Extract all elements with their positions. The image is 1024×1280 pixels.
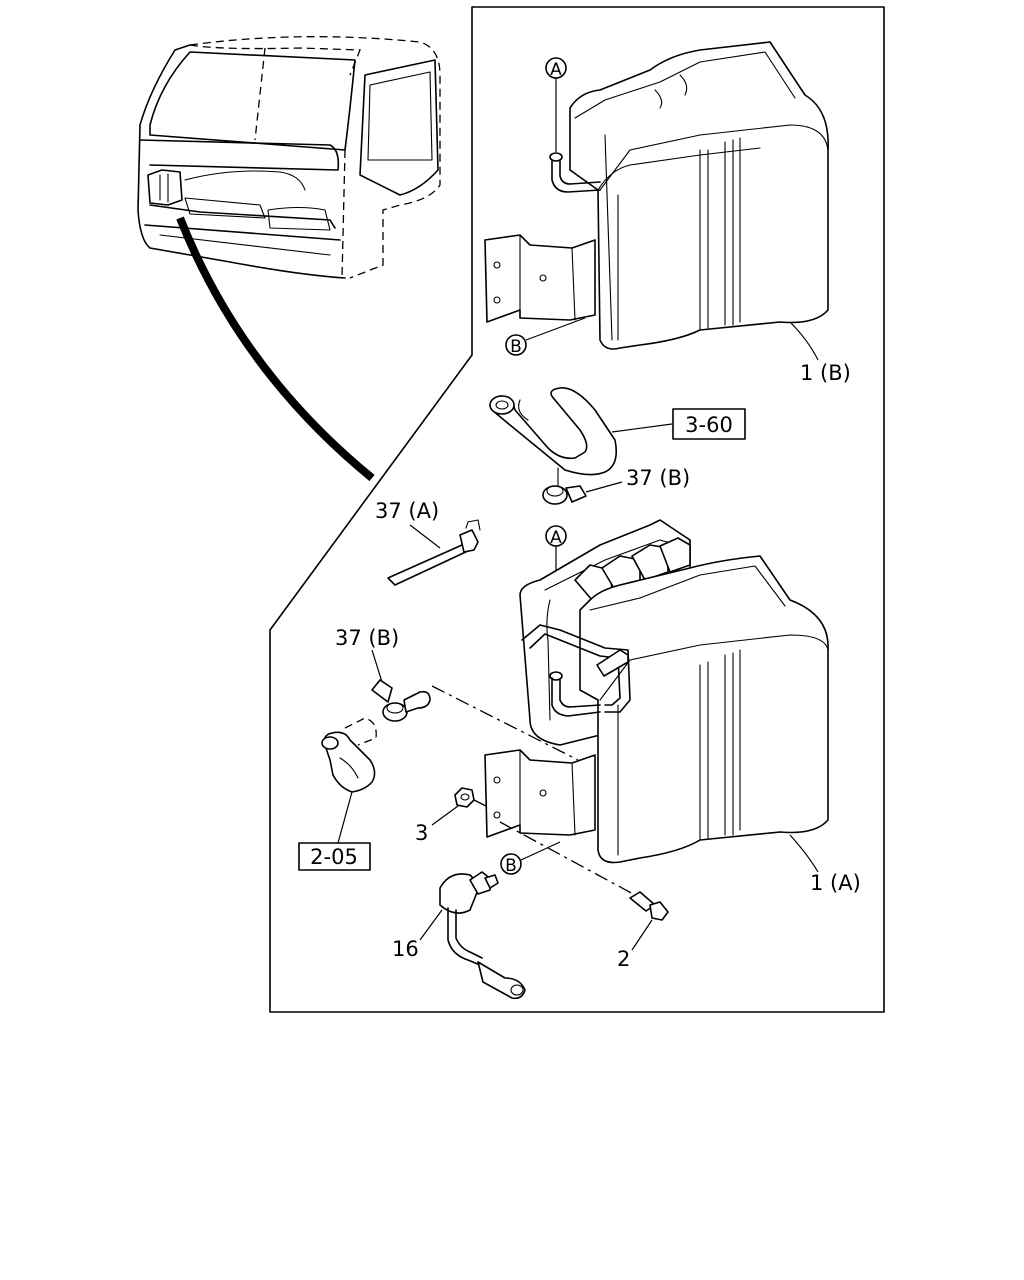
bolt-2 xyxy=(629,891,669,951)
callout-3: 3 xyxy=(415,821,428,845)
callout-37b-lower: 37 (B) xyxy=(335,626,399,650)
marker-b-lower: B xyxy=(500,841,561,876)
clamp-37b-upper xyxy=(542,467,623,505)
cable-tie-37a xyxy=(387,519,481,586)
detail-frame xyxy=(269,6,885,1013)
vent-pipe-upper xyxy=(549,78,601,193)
hose-3-60 xyxy=(489,387,618,476)
marker-a-lower-label: A xyxy=(550,528,562,548)
vent-pipe-lower xyxy=(521,624,631,717)
truck-cab-illustration xyxy=(137,36,441,279)
callout-37a: 37 (A) xyxy=(375,499,439,523)
ref-box-3-60[interactable] xyxy=(672,408,746,440)
ref-box-2-05[interactable] xyxy=(298,842,371,871)
callout-1a: 1 (A) xyxy=(810,871,861,895)
marker-a-upper: A xyxy=(545,57,567,80)
detail-pointer-line xyxy=(176,216,375,482)
switch-16 xyxy=(419,871,526,1000)
marker-b-lower-label: B xyxy=(505,856,517,876)
callout-1b: 1 (B) xyxy=(800,361,851,385)
clamp-37b-lower xyxy=(371,649,431,722)
callout-2: 2 xyxy=(617,947,630,971)
marker-b-upper-label: B xyxy=(510,337,522,357)
hose-2-05 xyxy=(321,717,377,793)
bracket-lower xyxy=(484,749,596,838)
nut-3 xyxy=(431,787,491,826)
callout-16: 16 xyxy=(392,937,419,961)
canister-upper xyxy=(569,41,829,350)
callout-37b-upper: 37 (B) xyxy=(626,466,690,490)
canister-lower xyxy=(519,519,829,864)
ref-2-05-label: 2-05 xyxy=(310,845,358,869)
marker-a-upper-label: A xyxy=(550,60,562,80)
ref-3-60-label: 3-60 xyxy=(685,413,733,437)
marker-b-upper: B xyxy=(505,317,586,357)
bracket-upper xyxy=(484,234,596,323)
